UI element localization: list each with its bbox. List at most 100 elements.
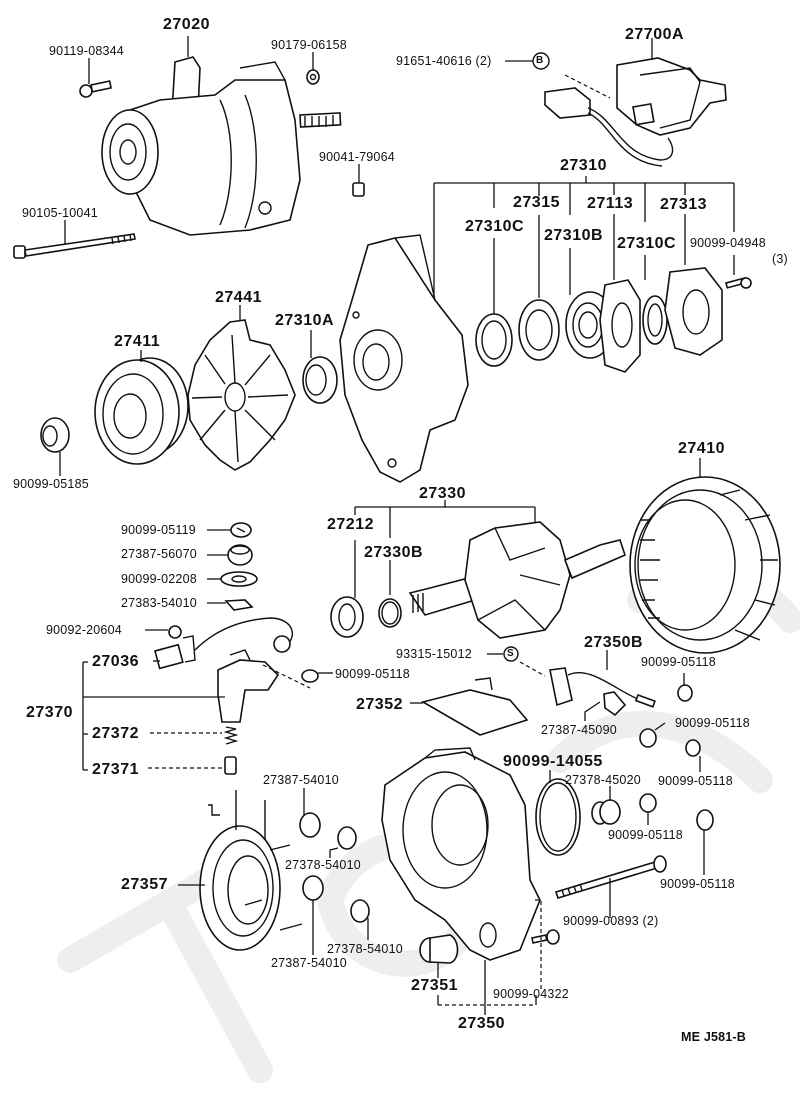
label-27387-56070: 27387-56070 bbox=[121, 547, 197, 561]
label-90119-08344: 90119-08344 bbox=[49, 44, 124, 58]
label-90099-05185: 90099-05185 bbox=[13, 477, 89, 491]
nut-90099-05118-c[interactable] bbox=[639, 728, 657, 748]
label-27378-54010-b: 27378-54010 bbox=[327, 942, 403, 956]
insulator-27387-45090[interactable] bbox=[603, 691, 627, 717]
label-ref-b: B bbox=[536, 55, 544, 66]
rectifier-holder-27357[interactable] bbox=[199, 790, 303, 951]
label-90105-10041: 90105-10041 bbox=[22, 206, 98, 220]
label-27387-54010-b: 27387-54010 bbox=[271, 956, 347, 970]
stator-27410[interactable] bbox=[629, 476, 781, 654]
label-90099-05118-e: 90099-05118 bbox=[608, 828, 683, 842]
label-27351: 27351 bbox=[411, 977, 458, 994]
nut-90099-05185[interactable] bbox=[40, 417, 70, 453]
bracket-tree-27370 bbox=[82, 661, 225, 771]
screw-90099-04948[interactable] bbox=[725, 276, 752, 289]
label-91651-40616: 91651-40616 (2) bbox=[396, 54, 492, 68]
nut-90099-05118-holder[interactable] bbox=[301, 669, 319, 683]
nut-90099-05118-e[interactable] bbox=[639, 793, 657, 813]
label-90099-05119: 90099-05119 bbox=[121, 523, 196, 537]
label-90099-05118-d: 90099-05118 bbox=[658, 774, 733, 788]
rectifier-27352[interactable] bbox=[420, 677, 529, 736]
ring-27330B[interactable] bbox=[378, 598, 402, 628]
label-93315-15012: 93315-15012 bbox=[396, 647, 472, 661]
spacer-27310C-front[interactable] bbox=[475, 313, 513, 367]
label-90099-05118-holder: 90099-05118 bbox=[335, 667, 410, 681]
label-27352: 27352 bbox=[356, 696, 403, 713]
label-27357: 27357 bbox=[121, 876, 168, 893]
rear-housing-27350[interactable] bbox=[381, 747, 541, 961]
washer-90099-02208[interactable] bbox=[220, 571, 258, 587]
front-housing-27310[interactable] bbox=[339, 234, 469, 483]
nut-90179-06158[interactable] bbox=[306, 69, 320, 85]
label-90099-05118-f: 90099-05118 bbox=[660, 877, 735, 891]
insulator-27383-54010[interactable] bbox=[224, 599, 254, 611]
label-27372: 27372 bbox=[92, 725, 139, 742]
label-27330: 27330 bbox=[419, 485, 466, 502]
bracket-tree-27350 bbox=[437, 960, 537, 1015]
collar-27310A[interactable] bbox=[302, 356, 338, 404]
terminal-27350B[interactable] bbox=[549, 667, 656, 708]
brush-holder-27370[interactable] bbox=[217, 649, 280, 723]
collar-27351[interactable] bbox=[419, 934, 459, 964]
label-27410: 27410 bbox=[678, 440, 725, 457]
diagram-code: ME J581-B bbox=[681, 1030, 747, 1044]
spacer-27310C-rear[interactable] bbox=[642, 295, 668, 345]
insulator-27387-54010-a[interactable] bbox=[299, 812, 321, 838]
label-27700A: 27700A bbox=[625, 26, 685, 43]
label-90179-06158: 90179-06158 bbox=[271, 38, 347, 52]
label-27378-54010-a: 27378-54010 bbox=[285, 858, 361, 872]
label-90099-05118-c: 90099-05118 bbox=[675, 716, 750, 730]
insulator-27387-54010-b[interactable] bbox=[302, 875, 324, 901]
label-27310B: 27310B bbox=[544, 227, 604, 244]
reference-circle-s bbox=[503, 646, 519, 662]
label-27441: 27441 bbox=[215, 289, 262, 306]
label-27371: 27371 bbox=[92, 761, 139, 778]
label-90099-14055: 90099-14055 bbox=[503, 753, 603, 770]
label-27310C-front: 27310C bbox=[465, 218, 525, 235]
lead-wire-27036[interactable] bbox=[154, 617, 293, 670]
insulator-27378-54010-a[interactable] bbox=[337, 826, 357, 850]
label-90099-02208: 90099-02208 bbox=[121, 572, 197, 586]
gasket-90099-14055[interactable] bbox=[535, 778, 581, 856]
nut-90099-05118-terminal[interactable] bbox=[677, 684, 693, 702]
fan-27441[interactable] bbox=[187, 319, 296, 471]
label-27350B: 27350B bbox=[584, 634, 644, 651]
label-27378-45020: 27378-45020 bbox=[565, 773, 641, 787]
insulator-27378-45020[interactable] bbox=[591, 799, 621, 825]
seal-27212[interactable] bbox=[330, 596, 364, 638]
nut-90041-79064[interactable] bbox=[352, 182, 365, 197]
alternator-assembly[interactable] bbox=[101, 56, 342, 236]
label-27330B: 27330B bbox=[364, 544, 424, 561]
label-27370: 27370 bbox=[26, 704, 73, 721]
brush-27371[interactable] bbox=[224, 756, 237, 775]
bolt-90119-08344[interactable] bbox=[79, 80, 112, 98]
label-27313: 27313 bbox=[660, 196, 707, 213]
nut-90099-05118-f[interactable] bbox=[696, 809, 714, 831]
bolt-90105-10041[interactable] bbox=[13, 233, 136, 259]
label-27411: 27411 bbox=[114, 333, 161, 350]
regulator-27700A[interactable] bbox=[544, 57, 727, 167]
label-27315: 27315 bbox=[513, 194, 560, 211]
label-27310A: 27310A bbox=[275, 312, 335, 329]
label-ref-s: S bbox=[507, 648, 514, 659]
retainer-27113[interactable] bbox=[599, 279, 641, 373]
nut-90099-05118-d[interactable] bbox=[685, 739, 701, 757]
bolt-90099-04322[interactable] bbox=[531, 929, 560, 945]
label-27310: 27310 bbox=[560, 157, 607, 174]
pulley-27411[interactable] bbox=[94, 357, 189, 465]
label-27383-54010: 27383-54010 bbox=[121, 596, 197, 610]
label-27036: 27036 bbox=[92, 653, 139, 670]
rotor-27330[interactable] bbox=[408, 521, 626, 639]
cap-27387-56070[interactable] bbox=[227, 544, 253, 566]
label-90099-04948: 90099-04948 bbox=[690, 236, 766, 250]
plate-27315[interactable] bbox=[518, 299, 560, 361]
reference-circle-b bbox=[532, 52, 550, 70]
through-bolt-90099-00893[interactable] bbox=[554, 855, 667, 899]
plate-27313[interactable] bbox=[664, 267, 723, 356]
insulator-27378-54010-b[interactable] bbox=[350, 899, 370, 923]
nut-90099-05119[interactable] bbox=[230, 522, 252, 538]
nut-90092-20604[interactable] bbox=[168, 625, 182, 639]
spring-27372[interactable] bbox=[223, 726, 239, 745]
label-27212: 27212 bbox=[327, 516, 374, 533]
